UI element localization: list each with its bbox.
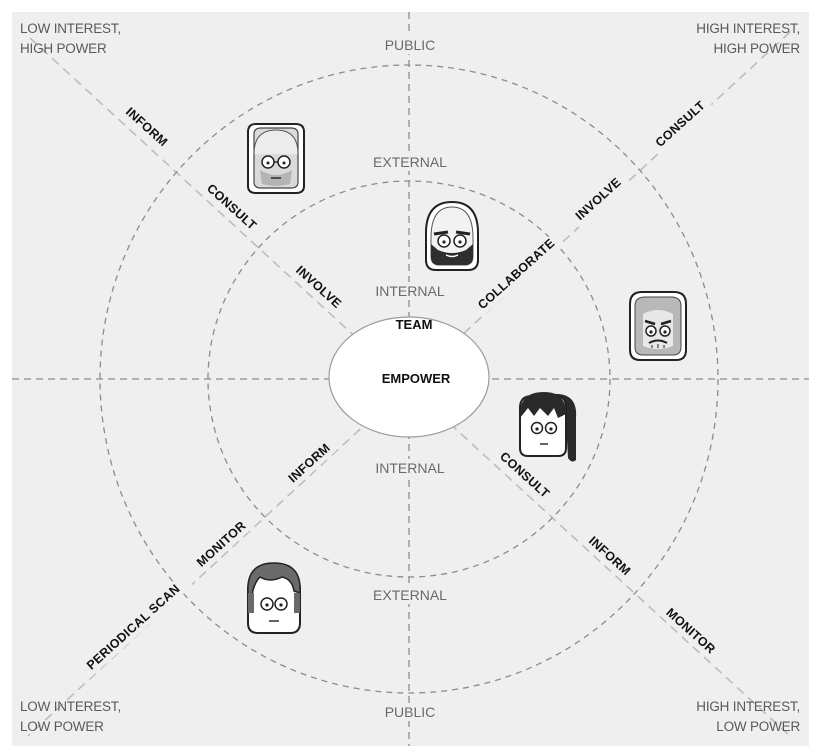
corner-line-1: LOW INTEREST, [20, 699, 121, 714]
corner-line-2: LOW POWER [20, 719, 104, 734]
corner-line-2: HIGH POWER [713, 41, 800, 56]
corner-line-1: HIGH INTEREST, [696, 21, 800, 36]
label-backdrop [383, 36, 437, 54]
label-backdrop [198, 178, 263, 238]
label-backdrop [190, 515, 255, 575]
public-ring [99, 64, 719, 694]
corner-line-1: LOW INTEREST, [20, 21, 121, 36]
corner-label-top-right: HIGH INTEREST, HIGH POWER [696, 21, 800, 56]
label-backdrop [471, 232, 564, 318]
corner-line-2: LOW POWER [716, 719, 800, 734]
gray-haired-man-icon [629, 291, 687, 361]
bald-bearded-man-icon [425, 200, 479, 271]
center-label-team: TEAM [396, 317, 433, 332]
ring-label-external-top: EXTERNAL [373, 154, 447, 170]
ring-label-external-bottom: EXTERNAL [373, 587, 447, 603]
label-backdrop [582, 532, 636, 583]
external-ring [207, 180, 611, 578]
label-backdrop [374, 459, 446, 477]
ring-label-public-bottom: PUBLIC [385, 704, 436, 720]
label-backdrop [657, 602, 722, 662]
label-backdrop [119, 103, 173, 154]
corner-line-1: HIGH INTEREST, [696, 699, 800, 714]
center-label-empower: EMPOWER [382, 371, 451, 386]
label-backdrop [288, 260, 348, 316]
label-backdrop [491, 446, 556, 506]
glasses-man-icon [247, 123, 305, 194]
dark-haired-woman-icon [519, 392, 577, 462]
ring-label-internal-bottom: INTERNAL [375, 460, 444, 476]
corner-line-2: HIGH POWER [20, 41, 107, 56]
ring-label-public-top: PUBLIC [385, 37, 436, 53]
corner-label-top-left: LOW INTEREST, HIGH POWER [20, 21, 121, 56]
label-backdrop [649, 95, 714, 155]
center-ellipse [328, 316, 490, 438]
brown-haired-man-icon [247, 562, 301, 634]
corner-label-bottom-left: LOW INTEREST, LOW POWER [20, 699, 121, 734]
corner-label-bottom-right: HIGH INTEREST, LOW POWER [696, 699, 800, 734]
label-backdrop [374, 282, 446, 300]
label-backdrop [372, 586, 448, 604]
label-backdrop [283, 439, 337, 490]
ring-label-internal-top: INTERNAL [375, 283, 444, 299]
label-backdrop [569, 172, 629, 228]
label-backdrop [75, 574, 193, 682]
label-backdrop [372, 153, 448, 171]
label-backdrop [383, 703, 437, 721]
